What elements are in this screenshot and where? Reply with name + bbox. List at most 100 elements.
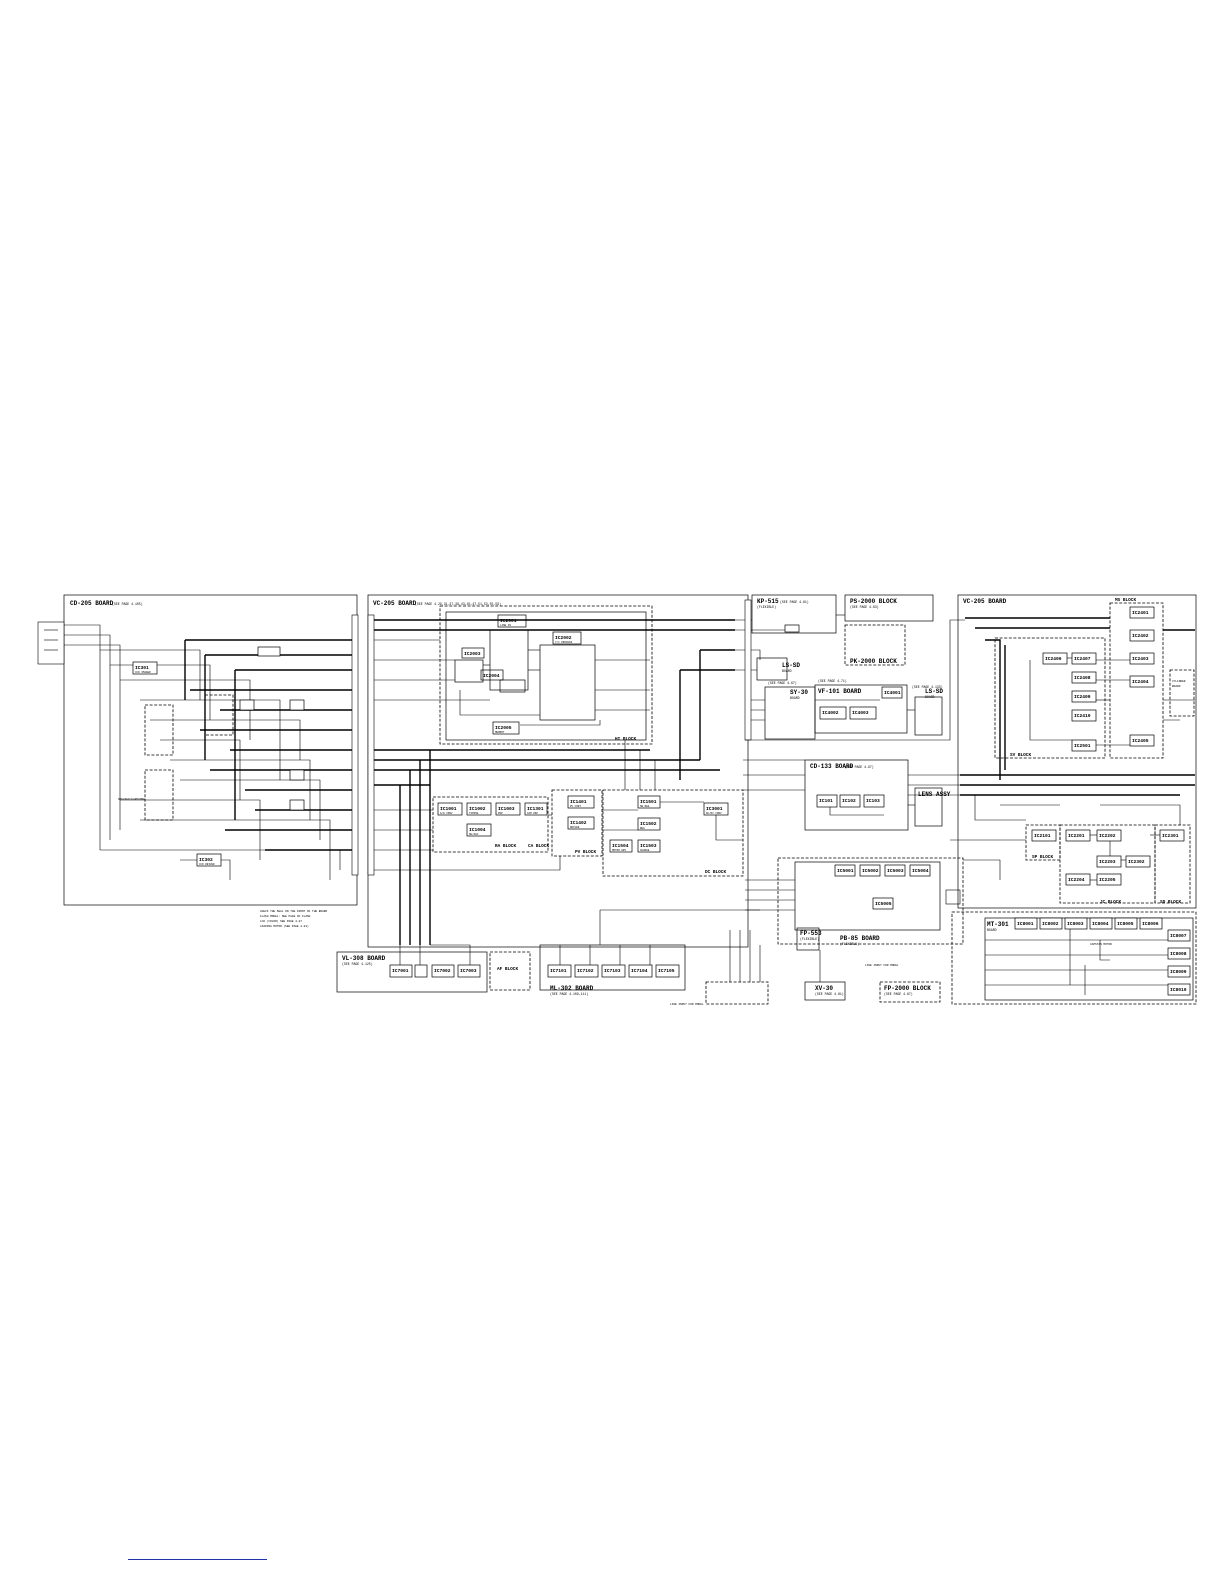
svg-text:IC4002: IC4002 (822, 710, 839, 716)
svg-text:IC1003: IC1003 (498, 806, 515, 812)
svg-text:IC302: IC302 (199, 857, 213, 863)
svg-text:IC2408: IC2408 (1074, 675, 1091, 681)
svg-text:(SEE PAGE 4-81): (SEE PAGE 4-81) (815, 992, 844, 996)
cd-205-board-title: CD-205 BOARD (70, 600, 114, 607)
svg-text:IC7104: IC7104 (631, 968, 648, 974)
svg-text:SW REG: SW REG (640, 805, 650, 808)
ic-msb-4: IC2404 (1129, 675, 1155, 688)
ic-msb-3: IC2403 (1129, 652, 1155, 665)
svg-text:IC102: IC102 (842, 798, 856, 804)
svg-text:(SEE PAGE 4-67): (SEE PAGE 4-67) (768, 681, 797, 685)
svg-text:(FLEXIBLE): (FLEXIBLE) (840, 942, 859, 946)
ic-ml-line: IC7002 (431, 964, 455, 978)
ic-pv-charge: IC1503 CHARGE (637, 839, 661, 853)
ic-ml-mic: IC7001 (389, 964, 413, 978)
ic-pv-cont: IC1401 PV CONT (567, 795, 595, 809)
svg-text:IC2407: IC2407 (1074, 656, 1091, 662)
ic-msb-1: IC2401 (1129, 606, 1155, 619)
svg-text:IC8006: IC8006 (1142, 921, 1159, 927)
ic-fp-play: IC5001 (834, 864, 856, 877)
ic-fp-recamp: IC5003 (884, 864, 906, 877)
vc-205-board-ref: (SEE PAGE 4-29,31,37,39,43,45,47,51,53,5… (415, 602, 501, 606)
svg-text:PV CONT: PV CONT (570, 805, 581, 808)
legend-line-2: FLASH MODEL: SEE PAGE OF FLASH (260, 915, 311, 918)
svg-text:IC1504: IC1504 (612, 843, 629, 849)
svg-text:SY-30: SY-30 (790, 689, 808, 696)
pk-2000-block: PK-2000 BLOCK (844, 624, 906, 666)
ic-sd-servo: IC2301 (1159, 829, 1185, 842)
ic-pv-swreg: IC1501 SW REG (637, 795, 661, 809)
svg-text:IC2401: IC2401 (1132, 610, 1149, 616)
line-input-note: LINE INPUT FOR MODEL (865, 964, 899, 967)
pv-block-outline (551, 789, 603, 857)
ic-sv-1: IC2406 (1042, 652, 1068, 665)
svg-text:(SEE PAGE 4-109,111): (SEE PAGE 4-109,111) (550, 992, 588, 996)
svg-text:IC7002: IC7002 (434, 968, 451, 974)
svg-text:IC7103: IC7103 (604, 968, 621, 974)
svg-text:IC2301: IC2301 (1162, 833, 1179, 839)
svg-text:IC5002: IC5002 (862, 868, 879, 874)
legend-line-4: LOADING MOTOR (SEE PAGE 4-83) (260, 924, 309, 928)
ra-block-outline (432, 796, 549, 853)
ic-hi-memory: IC2005 MEMORY (492, 721, 520, 735)
svg-text:SV BLOCK: SV BLOCK (1010, 753, 1031, 758)
svg-text:IC7001: IC7001 (392, 968, 409, 974)
svg-text:IC103: IC103 (866, 798, 880, 804)
ic-fp-pll: IC5005 (872, 897, 894, 910)
ps-2000-block: PS-2000 BLOCK (SEE PAGE 4-63) (844, 594, 934, 622)
legend-line-3: LCD (COLOR) SEE PAGE 4-87 (260, 919, 302, 923)
dc-block-outline (602, 789, 744, 877)
svg-text:DSP: DSP (498, 812, 503, 815)
svg-text:IC2201: IC2201 (1068, 833, 1085, 839)
ic-vc2-1: IC8001 (1014, 917, 1038, 930)
svg-text:MS BLOCK: MS BLOCK (1115, 598, 1136, 603)
cd-205-board: CD-205 BOARD (SEE PAGE 4-105) (37, 594, 359, 928)
ic-vf-timing: IC4002 (819, 706, 847, 720)
svg-text:SP BLOCK: SP BLOCK (1032, 855, 1053, 860)
svg-text:VC-205 BOARD: VC-205 BOARD (963, 598, 1007, 605)
svg-text:FP-553: FP-553 (800, 930, 822, 937)
ic-ccd-driver: IC302 CCD DRIVER (196, 853, 222, 867)
svg-text:BOARD: BOARD (1172, 685, 1181, 688)
pv-block-label: PV BLOCK (575, 850, 596, 855)
svg-text:IC2005: IC2005 (495, 725, 512, 731)
svg-text:IC2410: IC2410 (1074, 713, 1091, 719)
svg-text:IC2101: IC2101 (1034, 833, 1051, 839)
ic-ccd-imager: IC301 CCD IMAGER (132, 661, 158, 675)
cylinder-connector-group (705, 981, 769, 1005)
svg-text:DC/DC CONV: DC/DC CONV (706, 811, 722, 815)
ic-pv-reg: IC1502 REG (637, 817, 661, 831)
ic-ra-ad: IC1001 A/D CONV (437, 802, 463, 816)
ic-ra-shagc: IC1004 SH/AGC (466, 823, 492, 837)
hi-block-label: HI BLOCK (615, 737, 636, 742)
svg-text:KP-515: KP-515 (757, 598, 779, 605)
ic-hi-line-in: IC2001 LINE IN (497, 614, 527, 628)
svg-text:IC2404: IC2404 (1132, 679, 1149, 685)
svg-text:FP-2000 BLOCK: FP-2000 BLOCK (884, 985, 931, 992)
svg-text:CCD DRIVER: CCD DRIVER (199, 863, 215, 866)
xv-30-board: XV-30 (SEE PAGE 4-81) (804, 981, 846, 1001)
svg-text:IC8010: IC8010 (1170, 987, 1187, 993)
svg-text:IC1301: IC1301 (527, 806, 544, 812)
svg-text:IC8004: IC8004 (1092, 921, 1109, 927)
ca-block-label: CA BLOCK (528, 844, 549, 849)
ic-jc-osd: IC2204 (1065, 873, 1091, 886)
ic-vc2-5: IC8005 (1114, 917, 1138, 930)
svg-text:TIMING: TIMING (469, 812, 479, 815)
vc-board-connector-strip (367, 614, 375, 876)
ic-pv-driver: IC1402 DRIVER (567, 816, 595, 830)
ic-hi-sw: IC2003 (461, 647, 485, 659)
vl-308-board: VL-308 BOARD (SEE PAGE 4-125) IC7001 IC7… (336, 951, 488, 993)
svg-text:IC7101: IC7101 (550, 968, 567, 974)
svg-text:IC1001: IC1001 (440, 806, 457, 812)
svg-text:(SEE PAGE 4-71): (SEE PAGE 4-71) (818, 679, 847, 683)
svg-text:IC2406: IC2406 (1045, 656, 1062, 662)
ic-fp-eq: IC5004 (909, 864, 931, 877)
svg-text:VF-101 BOARD: VF-101 BOARD (818, 688, 862, 695)
svg-text:BOARD: BOARD (790, 696, 800, 700)
ic-cd-aux (257, 646, 281, 657)
ic-jc-clock: IC2205 (1096, 873, 1122, 886)
ic-vc2-8: IC8008 (1167, 947, 1191, 960)
svg-text:IC2002: IC2002 (555, 635, 572, 641)
ic-kl-led: IC7102 (574, 964, 599, 978)
